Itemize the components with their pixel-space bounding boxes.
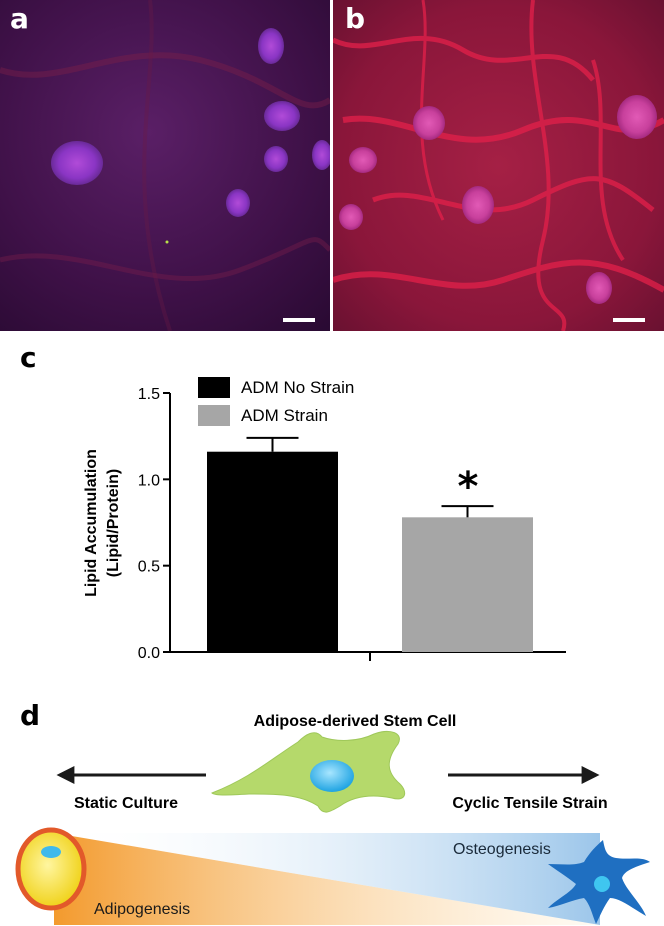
y-axis-ticks: 0.0 0.5 1.0 1.5 — [138, 386, 170, 662]
y-tick-label: 1.0 — [138, 472, 160, 489]
y-axis-label-line2: (Lipid/Protein) — [105, 469, 122, 577]
osteogenesis-gradient — [54, 833, 600, 925]
adipocyte-nucleus-icon — [41, 846, 61, 858]
y-tick-label: 1.5 — [138, 386, 160, 403]
osteogenesis-label: Osteogenesis — [453, 841, 551, 858]
bar-1 — [207, 451, 338, 652]
legend-label-strain: ADM Strain — [241, 406, 328, 425]
y-axis-label-line1: Lipid Accumulation — [83, 449, 100, 597]
osteocyte-nucleus-icon — [594, 876, 610, 892]
micrograph-panel-b — [333, 0, 664, 331]
y-tick-label: 0.0 — [138, 645, 160, 662]
panel-label-a: a — [10, 2, 29, 35]
legend-swatch-no-strain — [198, 377, 230, 398]
panel-label-c: c — [20, 341, 37, 374]
y-tick-label: 0.5 — [138, 559, 160, 576]
legend-label-no-strain: ADM No Strain — [241, 378, 354, 397]
panel-label-b: b — [345, 2, 366, 35]
adipocyte-icon — [15, 827, 87, 911]
bar-2 — [402, 517, 533, 652]
stem-cell-nucleus — [310, 760, 354, 792]
significance-asterisk: * — [458, 464, 479, 510]
differentiation-diagram: Adipose-derived Stem Cell Static Culture… — [15, 713, 650, 925]
panel-label-d: d — [20, 699, 41, 732]
lipid-bar-chart: 0.0 0.5 1.0 1.5 Lipid Accumulation (Lipid/P… — [83, 377, 566, 662]
cell-title: Adipose-derived Stem Cell — [254, 713, 457, 730]
legend-swatch-strain — [198, 405, 230, 426]
micrograph-panel-a — [0, 0, 330, 331]
adipogenesis-label: Adipogenesis — [94, 901, 190, 918]
cyclic-strain-label: Cyclic Tensile Strain — [452, 795, 607, 812]
stem-cell-body — [211, 730, 406, 813]
static-culture-label: Static Culture — [74, 795, 178, 812]
